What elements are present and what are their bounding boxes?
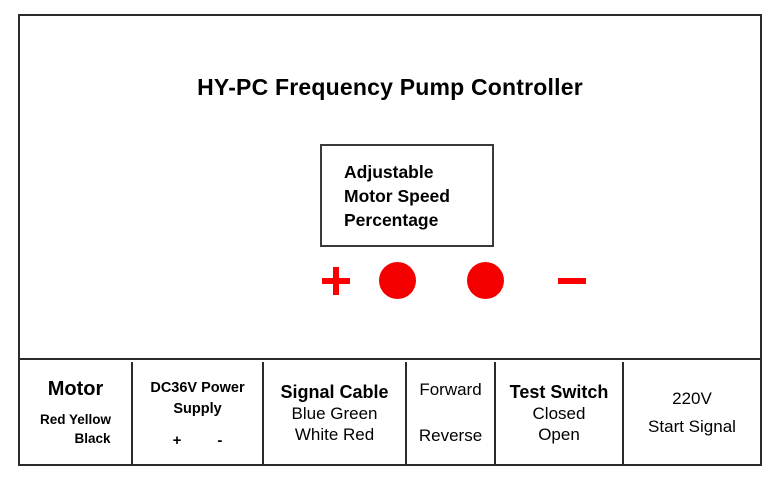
- signal-cable-line-2: White Red: [294, 425, 375, 444]
- upper-faceplate-area: HY-PC Frequency Pump Controller Adjustab…: [20, 16, 760, 360]
- terminal-cell-motor: Motor Red Yellow Black: [20, 362, 133, 464]
- motor-wires-line-2: Black: [74, 431, 111, 446]
- plus-icon[interactable]: [320, 265, 352, 297]
- test-switch-heading: Test Switch: [509, 382, 609, 402]
- direction-reverse-label: Reverse: [418, 426, 483, 445]
- power-heading-line-2: Supply: [173, 400, 222, 417]
- test-switch-closed-label: Closed: [532, 404, 586, 423]
- test-switch-open-label: Open: [538, 425, 580, 444]
- terminal-cell-test-switch: Test Switch Closed Open: [496, 362, 624, 464]
- speed-display-screen: Adjustable Motor Speed Percentage: [320, 144, 494, 247]
- start-signal-voltage-label: 220V: [672, 389, 712, 408]
- terminal-cell-direction: Forward Reverse: [407, 362, 496, 464]
- plus-icon-vertical-bar: [333, 267, 339, 295]
- power-polarity-markers: + -: [133, 432, 262, 449]
- display-line-2: Motor Speed: [344, 186, 450, 206]
- signal-cable-heading: Signal Cable: [280, 382, 389, 402]
- page-title: HY-PC Frequency Pump Controller: [197, 74, 583, 100]
- terminal-legend-row: Motor Red Yellow Black DC36V Power Suppl…: [20, 362, 760, 464]
- decrease-speed-button[interactable]: [467, 262, 504, 299]
- signal-cable-line-1: Blue Green: [291, 404, 378, 423]
- controller-faceplate: HY-PC Frequency Pump Controller Adjustab…: [18, 14, 762, 466]
- direction-forward-label: Forward: [419, 380, 482, 399]
- power-minus-terminal: -: [217, 431, 223, 449]
- display-line-1: Adjustable: [344, 162, 434, 182]
- terminal-cell-power-supply: DC36V Power Supply + -: [133, 362, 264, 464]
- motor-heading: Motor: [47, 378, 104, 400]
- display-text-block: Adjustable Motor Speed Percentage: [322, 146, 492, 232]
- minus-icon[interactable]: [556, 265, 588, 297]
- minus-icon-horizontal-bar: [558, 278, 586, 284]
- speed-controls-row: [20, 251, 760, 311]
- power-heading-line-1: DC36V Power: [150, 379, 245, 396]
- motor-wires-line-1: Red Yellow: [39, 412, 112, 427]
- start-signal-label: Start Signal: [648, 417, 736, 436]
- terminal-cell-signal-cable: Signal Cable Blue Green White Red: [264, 362, 407, 464]
- display-line-3: Percentage: [344, 210, 439, 230]
- power-plus-terminal: +: [172, 431, 182, 449]
- increase-speed-button[interactable]: [379, 262, 416, 299]
- terminal-cell-start-signal: 220V Start Signal: [624, 362, 760, 464]
